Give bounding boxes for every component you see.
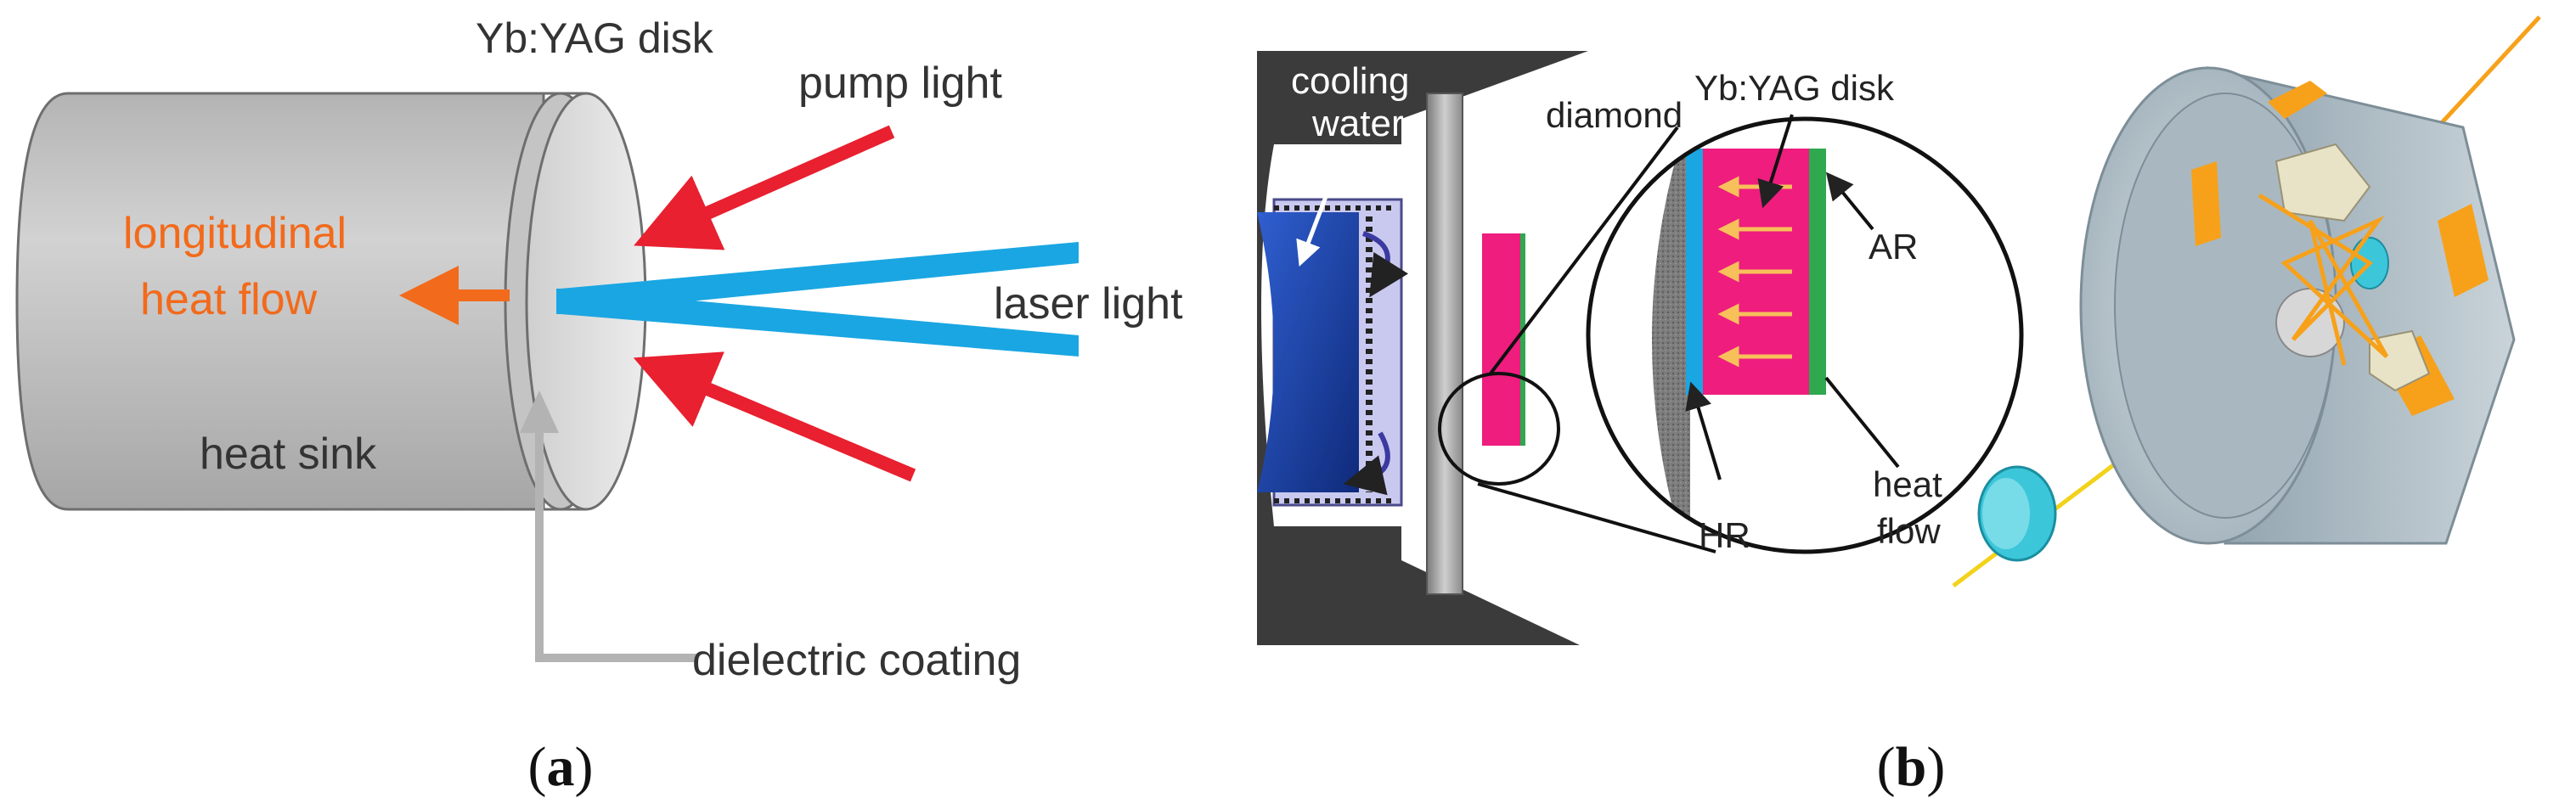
cold-plate <box>1426 93 1463 595</box>
cooling-housing <box>1257 51 1588 645</box>
hr-label: HR <box>1699 515 1750 555</box>
coating-label: dielectric coating <box>692 636 1021 685</box>
cylinder-icon <box>15 92 647 511</box>
laser-beam <box>556 242 1079 357</box>
diamond-label: diamond <box>1546 95 1683 135</box>
heat-label-line1: heat <box>1873 464 1942 504</box>
small-disk <box>1482 233 1520 446</box>
disk-label: Yb:YAG disk <box>476 14 714 62</box>
pump-light-label: pump light <box>798 59 1002 108</box>
zoom-detail <box>1586 116 2024 554</box>
heat-sink-label: heat sink <box>200 430 377 479</box>
ar-label: AR <box>1869 227 1918 267</box>
pump-arrow-lower <box>633 351 916 482</box>
heat-label-line2: flow <box>1877 511 1941 551</box>
heat-flow-label-line1: longitudinal <box>123 209 347 258</box>
caption-a: (a) <box>528 736 594 798</box>
cooling-label-line2: water <box>1311 103 1404 144</box>
heat-flow-label-line2: heat flow <box>140 275 318 324</box>
zoom-source-circle <box>1438 372 1560 486</box>
panel-b: cooling water diamond Yb:YAG disk AR HR … <box>1257 15 2541 798</box>
disk-module-icon <box>1952 15 2541 587</box>
panel-a: Yb:YAG disk pump light laser light longi… <box>15 14 1183 798</box>
yag-disk-label: Yb:YAG disk <box>1694 68 1895 108</box>
pump-arrow-upper <box>634 125 895 250</box>
caption-b: (b) <box>1877 736 1946 798</box>
laser-light-label: laser light <box>994 279 1183 329</box>
coating-pointer <box>520 390 696 662</box>
cooling-label-line1: cooling <box>1291 60 1409 102</box>
